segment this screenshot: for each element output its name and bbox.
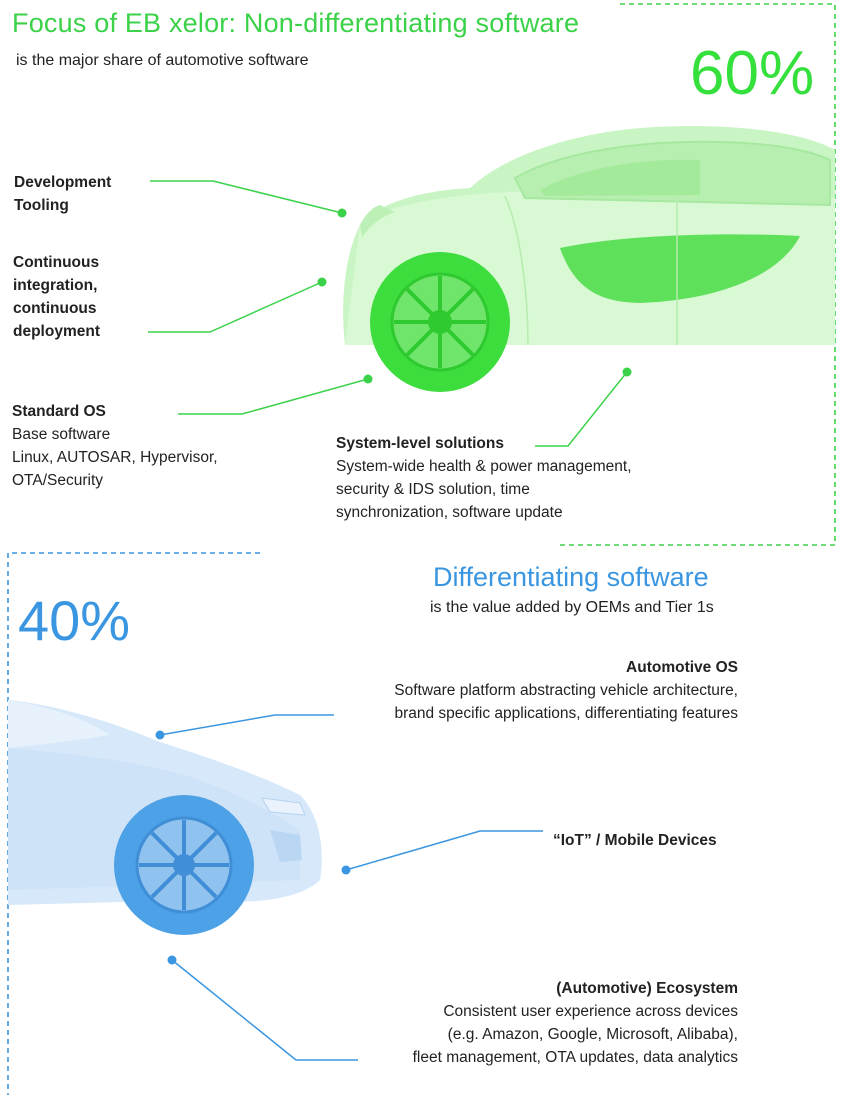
blue-dashed-frame — [7, 552, 260, 1095]
top-percent: 60% — [690, 39, 815, 108]
bottom-percent: 40% — [18, 589, 131, 652]
top-subtitle: is the major share of automotive softwar… — [16, 52, 309, 69]
label-automotive-os: Automotive OS Software platform abstract… — [394, 659, 738, 722]
label-iot-mobile: “IoT” / Mobile Devices — [553, 832, 717, 849]
label-standard-os: Standard OS Base software Linux, AUTOSAR… — [12, 403, 218, 489]
label-dev-tooling: Development Tooling — [14, 174, 112, 214]
green-car-illustration — [343, 126, 835, 392]
label-system-level: System-level solutions System-wide healt… — [336, 435, 632, 521]
blue-leader-dots — [155, 730, 351, 965]
label-ecosystem: (Automotive) Ecosystem Consistent user e… — [412, 980, 738, 1066]
green-leader-dots — [317, 208, 632, 384]
label-ci-cd: Continuous integration, continuous deplo… — [13, 254, 100, 340]
blue-leader-lines — [159, 714, 543, 1061]
green-dashed-frame — [560, 3, 836, 546]
bottom-title: Differentiating software — [433, 562, 709, 592]
bottom-subtitle: is the value added by OEMs and Tier 1s — [430, 599, 714, 616]
top-title: Focus of EB xelor: Non-differentiating s… — [12, 8, 580, 38]
green-leader-lines — [148, 180, 628, 447]
blue-car-illustration — [8, 700, 322, 935]
